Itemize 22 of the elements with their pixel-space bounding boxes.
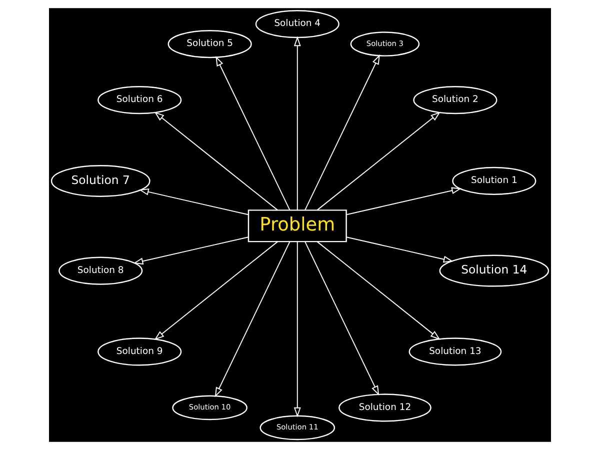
arrow <box>294 241 301 418</box>
node-ellipse: Solution 2 <box>413 86 498 114</box>
arrow <box>316 112 441 211</box>
arrow <box>216 56 290 211</box>
node-ellipse: Solution 13 <box>408 338 502 366</box>
node-ellipse: Solution 5 <box>168 30 252 58</box>
arrow <box>154 241 278 340</box>
arrow <box>154 112 278 211</box>
arrow <box>294 36 301 211</box>
node-ellipse: Solution 9 <box>98 338 182 366</box>
arrow <box>316 241 440 340</box>
arrow <box>133 236 249 265</box>
arrow <box>304 241 380 396</box>
node-ellipse: Solution 12 <box>338 394 432 422</box>
node-ellipse: Solution 6 <box>98 86 182 114</box>
arrow <box>346 187 462 216</box>
arrow <box>214 241 290 398</box>
arrow <box>138 188 249 216</box>
node-box: Problem <box>248 210 347 242</box>
node-ellipse: Solution 4 <box>255 10 340 38</box>
arrow <box>304 54 380 211</box>
arrow <box>346 236 454 263</box>
